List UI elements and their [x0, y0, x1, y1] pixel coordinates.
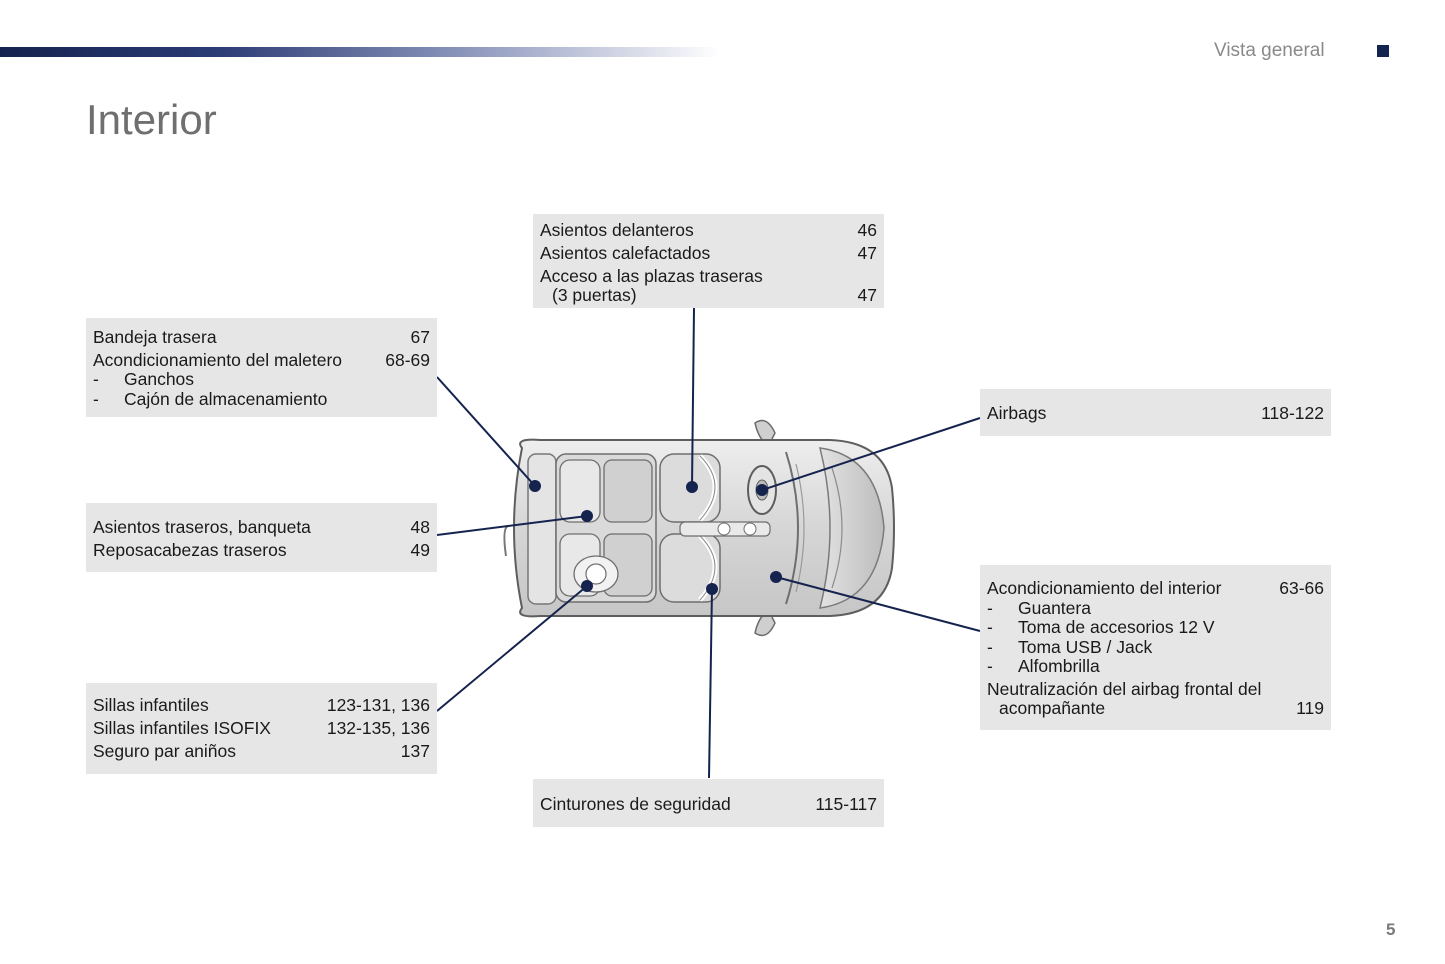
list-item: Asientos calefactados 47	[540, 243, 877, 263]
callout-seatbelts: Cinturones de seguridad 115-117	[533, 779, 884, 827]
callout-child-seats: Sillas infantiles 123-131, 136 Sillas in…	[86, 683, 437, 774]
list-item: Sillas infantiles ISOFIX 132-135, 136	[93, 718, 430, 738]
list-item: Airbags 118-122	[987, 403, 1324, 423]
callout-rear-seats: Asientos traseros, banqueta 48 Reposacab…	[86, 503, 437, 572]
list-item: Acondicionamiento del maletero 68-69	[93, 350, 430, 370]
list-item: Bandeja trasera 67	[93, 327, 430, 347]
list-item: Asientos delanteros 46	[540, 220, 877, 240]
list-item: Acondicionamiento del interior 63-66	[987, 578, 1324, 598]
list-item: (3 puertas) 47	[552, 285, 877, 305]
leader-airbags	[761, 417, 981, 491]
list-item: -Guantera	[987, 598, 1091, 618]
section-marker	[1377, 45, 1389, 57]
list-item: -Ganchos	[93, 369, 195, 389]
callout-front-seats: Asientos delanteros 46 Asientos calefact…	[533, 214, 884, 308]
list-item: Neutralización del airbag frontal del	[987, 679, 1262, 699]
header-gradient-bar	[0, 47, 720, 57]
section-label: Vista general	[1214, 40, 1325, 61]
page-title: Interior	[86, 96, 217, 143]
leader-interior	[775, 576, 981, 632]
list-item: acompañante 119	[999, 698, 1324, 718]
callout-airbags: Airbags 118-122	[980, 389, 1331, 436]
page-number: 5	[1386, 920, 1396, 939]
list-item: Asientos traseros, banqueta 48	[93, 517, 430, 537]
leader-child-seats	[436, 585, 588, 712]
list-item: Sillas infantiles 123-131, 136	[93, 695, 430, 715]
list-item: Acceso a las plazas traseras	[540, 266, 763, 286]
leader-rear-seats	[436, 515, 588, 536]
list-item: -Cajón de almacenamiento	[93, 389, 328, 409]
callout-interior: Acondicionamiento del interior 63-66 -Gu…	[980, 565, 1331, 730]
list-item: -Alfombrilla	[987, 656, 1100, 676]
list-item: -Toma USB / Jack	[987, 637, 1153, 657]
list-item: Seguro par aniños 137	[93, 741, 430, 761]
list-item: Cinturones de seguridad 115-117	[540, 794, 877, 814]
leader-seatbelts	[708, 588, 713, 779]
list-item: Reposacabezas traseros 49	[93, 540, 430, 560]
leader-rear-shelf	[436, 376, 536, 487]
list-item: -Toma de accesorios 12 V	[987, 617, 1215, 637]
callout-rear-shelf: Bandeja trasera 67 Acondicionamiento del…	[86, 318, 437, 417]
leader-front-seats	[691, 307, 695, 488]
